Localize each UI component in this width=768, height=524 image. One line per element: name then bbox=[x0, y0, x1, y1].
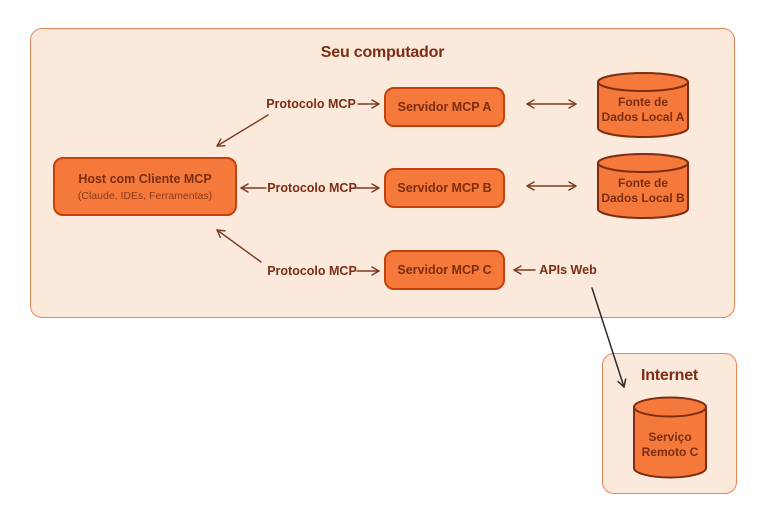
protocol-label-2: Protocolo MCP bbox=[267, 181, 357, 195]
apis-web-label: APIs Web bbox=[539, 263, 597, 277]
host-node-title: Host com Cliente MCP bbox=[78, 171, 212, 186]
server-a-label: Servidor MCP A bbox=[397, 100, 492, 114]
datastore-a-label: Fonte de Dados Local A bbox=[602, 95, 685, 125]
server-b-node: Servidor MCP B bbox=[384, 168, 505, 208]
datastore-a-line2: Dados Local A bbox=[601, 110, 685, 124]
server-c-node: Servidor MCP C bbox=[384, 250, 505, 290]
server-c-label: Servidor MCP C bbox=[397, 263, 492, 277]
remote-service-line2: Remoto C bbox=[641, 445, 699, 459]
remote-service-line1: Serviço bbox=[648, 430, 692, 444]
protocol-label-3: Protocolo MCP bbox=[267, 264, 357, 278]
host-node-subtitle: (Claude, IDEs, Ferramentas) bbox=[77, 189, 213, 202]
protocol-label-1: Protocolo MCP bbox=[266, 97, 356, 111]
internet-container: Internet bbox=[602, 353, 737, 494]
internet-container-title: Internet bbox=[640, 367, 699, 384]
host-node: Host com Cliente MCP (Claude, IDEs, Ferr… bbox=[53, 157, 237, 216]
server-b-label: Servidor MCP B bbox=[397, 181, 492, 195]
datastore-b-label: Fonte de Dados Local B bbox=[601, 176, 684, 206]
datastore-b-line2: Dados Local B bbox=[601, 191, 685, 205]
datastore-a-line1: Fonte de bbox=[618, 95, 668, 109]
computer-container-title: Seu computador bbox=[320, 44, 445, 61]
server-a-node: Servidor MCP A bbox=[384, 87, 505, 127]
datastore-b-line1: Fonte de bbox=[617, 176, 668, 190]
remote-service-label: Serviço Remoto C bbox=[642, 430, 699, 460]
